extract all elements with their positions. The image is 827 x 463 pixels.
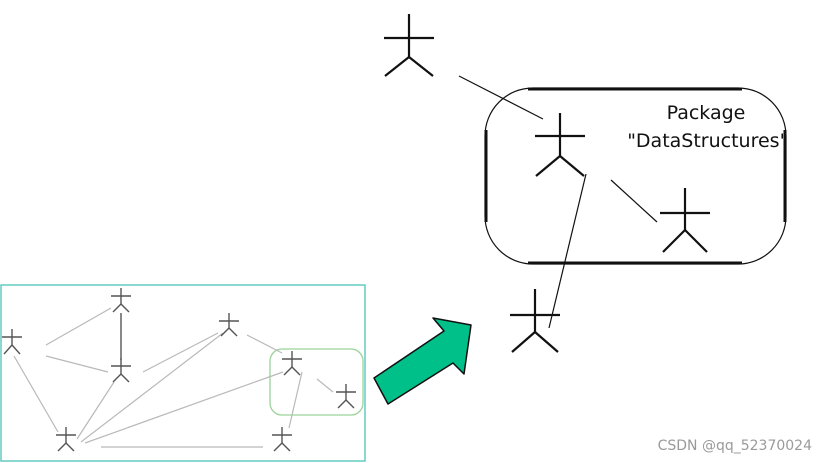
- zoomed-view: Package "DataStructures': [384, 14, 787, 353]
- thumbnail-figure-a: [111, 288, 131, 313]
- zoom-arrow: [373, 317, 472, 405]
- thumbnail-figure-b: [2, 329, 22, 355]
- thumbnail-figure-d: [219, 313, 239, 337]
- overview-thumbnail: [0, 284, 366, 462]
- edge-inner-to-right: [610, 179, 658, 223]
- thumbnail-figure-e: [282, 351, 302, 376]
- thumbnail-figure-h: [272, 427, 292, 452]
- thumbnail-figure-g: [56, 427, 76, 452]
- zoomed-edges: [458, 75, 658, 329]
- node-figure-inner: [535, 113, 585, 177]
- thumbnail-frame: [0, 284, 366, 462]
- node-figure-right: [660, 188, 710, 253]
- thumbnail-package-box: [269, 348, 364, 416]
- package-box-edges: [484, 87, 787, 265]
- thumbnail-figure-c: [111, 358, 131, 383]
- thumbnail-edges: [13, 307, 334, 448]
- edge-top-to-inner: [458, 75, 544, 120]
- thumbnail-figure-f: [336, 384, 356, 409]
- node-figure-bottom: [510, 289, 560, 353]
- node-figure-top: [384, 14, 434, 77]
- package-label-line2: "DataStructures': [627, 130, 785, 152]
- package-label-line1: Package: [667, 102, 746, 124]
- watermark: CSDN @qq_52370024: [658, 438, 812, 454]
- edge-inner-to-bottom: [548, 173, 587, 329]
